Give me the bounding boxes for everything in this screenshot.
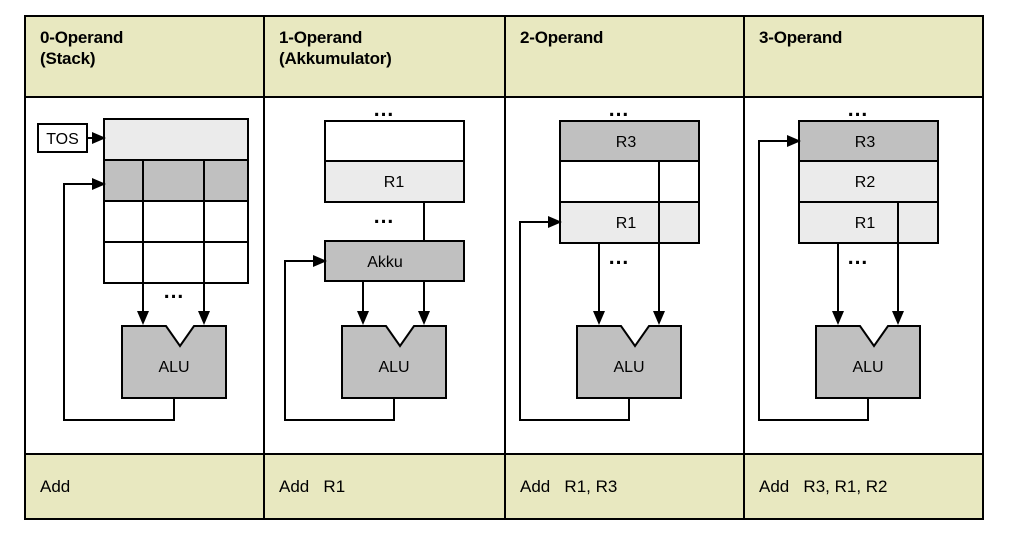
stack-ellipsis: ... bbox=[164, 280, 185, 303]
register-operand-arrow bbox=[418, 311, 430, 325]
operand-arrow-right bbox=[653, 311, 665, 325]
register-cell-2-label: R1 bbox=[616, 215, 637, 232]
stack-operand-arrow-right bbox=[198, 311, 210, 325]
stack-cell-1 bbox=[103, 159, 249, 202]
instruction-one-operand: Add R1 bbox=[265, 455, 506, 518]
table-diagram-row: ... ALU TOS ... bbox=[26, 98, 982, 455]
alu-label: ALU bbox=[158, 359, 189, 376]
alu-feedback-path bbox=[63, 183, 175, 421]
alu-shape bbox=[341, 325, 447, 399]
alu-feedback-path bbox=[519, 221, 630, 421]
operand-arrow-right bbox=[892, 311, 904, 325]
register-cell-0 bbox=[324, 120, 465, 162]
header-zero-operand-line2: (Stack) bbox=[40, 49, 96, 68]
header-zero-operand: 0-Operand (Stack) bbox=[26, 17, 265, 96]
regfile-bottom-ellipsis: ... bbox=[848, 246, 869, 269]
accumulator-label: Akku bbox=[367, 254, 403, 271]
header-one-operand: 1-Operand (Akkumulator) bbox=[265, 17, 506, 96]
header-three-operand: 3-Operand bbox=[745, 17, 982, 96]
stack-cell-3 bbox=[103, 241, 249, 284]
alu-feedback-path bbox=[758, 140, 869, 421]
diagram-zero-operand: ... ALU TOS bbox=[26, 98, 265, 453]
operand-arrow-left bbox=[832, 311, 844, 325]
instruction-zero-operand: Add bbox=[26, 455, 265, 518]
diagram-three-operand: ... R3 R2 R1 ... ALU bbox=[745, 98, 982, 453]
alu-shape bbox=[576, 325, 682, 399]
stack-cell-0 bbox=[103, 118, 249, 161]
register-cell-1-label: R1 bbox=[384, 174, 405, 191]
alu-feedback-arrow bbox=[92, 178, 106, 190]
regfile-top-ellipsis: ... bbox=[374, 98, 395, 121]
alu-feedback-arrow bbox=[548, 216, 562, 228]
register-cell-0-label: R3 bbox=[616, 134, 637, 151]
diagram-one-operand: ... R1 ... Akku bbox=[265, 98, 506, 453]
stack-cell-2 bbox=[103, 200, 249, 243]
alu-feedback-path bbox=[284, 260, 395, 421]
register-cell-1-label: R2 bbox=[855, 174, 876, 191]
regfile-bottom-ellipsis: ... bbox=[374, 205, 395, 228]
regfile-bottom-ellipsis: ... bbox=[609, 246, 630, 269]
alu-label: ALU bbox=[613, 359, 644, 376]
header-one-operand-line1: 1-Operand bbox=[279, 28, 363, 47]
header-zero-operand-line1: 0-Operand bbox=[40, 28, 124, 47]
alu-shape bbox=[121, 325, 227, 399]
header-three-operand-line1: 3-Operand bbox=[759, 28, 843, 47]
table-instruction-row: Add Add R1 Add R1, R3 Add R3, R1, R2 bbox=[26, 455, 982, 518]
instruction-two-operand: Add R1, R3 bbox=[506, 455, 745, 518]
alu-feedback-arrow bbox=[313, 255, 327, 267]
stack-operand-arrow-left bbox=[137, 311, 149, 325]
register-cell-2 bbox=[559, 201, 700, 244]
alu-label: ALU bbox=[852, 359, 883, 376]
alu-shape bbox=[815, 325, 921, 399]
operand-arrow-left bbox=[593, 311, 605, 325]
register-cell-0-label: R3 bbox=[855, 134, 876, 151]
register-cell-1 bbox=[324, 160, 465, 203]
header-one-operand-line2: (Akkumulator) bbox=[279, 49, 392, 68]
alu-feedback-arrow bbox=[787, 135, 801, 147]
tos-arrow-head bbox=[92, 132, 106, 144]
tos-label: TOS bbox=[46, 131, 79, 148]
register-cell-1 bbox=[559, 160, 700, 203]
table-header-row: 0-Operand (Stack) 1-Operand (Akkumulator… bbox=[26, 17, 982, 98]
register-cell-0 bbox=[559, 120, 700, 162]
instruction-three-operand: Add R3, R1, R2 bbox=[745, 455, 982, 518]
regfile-top-ellipsis: ... bbox=[848, 98, 869, 121]
regfile-top-ellipsis: ... bbox=[609, 98, 630, 121]
diagram-two-operand: ... R3 R1 ... ALU bbox=[506, 98, 745, 453]
header-two-operand: 2-Operand bbox=[506, 17, 745, 96]
register-cell-2 bbox=[798, 201, 939, 244]
register-cell-2-label: R1 bbox=[855, 215, 876, 232]
accumulator-operand-arrow bbox=[357, 311, 369, 325]
alu-label: ALU bbox=[378, 359, 409, 376]
operand-comparison-table: 0-Operand (Stack) 1-Operand (Akkumulator… bbox=[24, 15, 984, 520]
header-two-operand-line1: 2-Operand bbox=[520, 28, 604, 47]
